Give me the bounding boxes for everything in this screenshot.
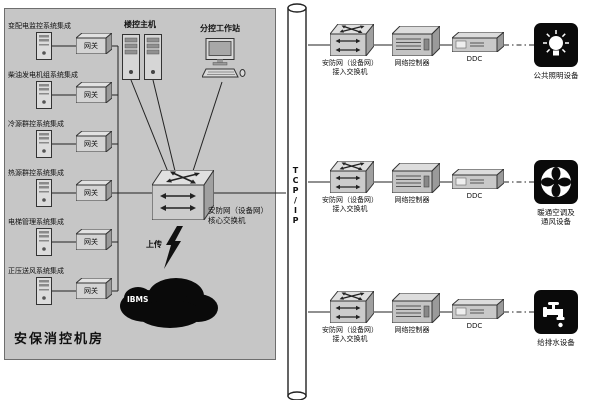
access-switch-label-line2: 接入交换机	[332, 335, 368, 343]
room-title: 安保消控机房	[14, 332, 105, 347]
device-label-line1: 给排水设备	[537, 338, 575, 347]
device-label-line1: 暖通空调及	[537, 208, 575, 217]
ddc-label: DDC	[466, 192, 483, 200]
gateway-label: 网关	[84, 238, 98, 246]
workstation-label: 分控工作站	[200, 24, 240, 33]
device-box	[534, 23, 578, 67]
ddc-label: DDC	[466, 55, 483, 63]
controller-label: 网络控制器	[394, 196, 430, 204]
system-label: 变配电监控系统集成	[8, 22, 71, 30]
system-label: 热源群控系统集成	[8, 169, 64, 177]
upload-label: 上传	[146, 240, 162, 249]
device-label: 给排水设备	[526, 338, 586, 347]
server-icon	[36, 228, 52, 256]
gateway-box	[76, 131, 112, 152]
access-switch-label: 安防网（设备网） 接入交换机	[310, 59, 390, 77]
access-switch-icon	[330, 291, 374, 323]
access-switch-label-line2: 接入交换机	[332, 68, 368, 76]
access-switch-label-line2: 接入交换机	[332, 205, 368, 213]
access-switch-label: 安防网（设备网） 接入交换机	[310, 326, 390, 344]
device-label-line2: 通风设备	[541, 217, 571, 226]
server-icon	[36, 32, 52, 60]
host-tower-icon	[144, 34, 162, 80]
gateway-label: 网关	[84, 287, 98, 295]
access-switch-label-line1: 安防网（设备网）	[322, 326, 378, 334]
backbone-label: TCP/IP	[291, 166, 300, 226]
controller-label: 网络控制器	[394, 326, 430, 334]
system-label: 柴油发电机组系统集成	[8, 71, 78, 79]
gateway-label: 网关	[84, 189, 98, 197]
gateway-label: 网关	[84, 91, 98, 99]
server-icon	[36, 179, 52, 207]
fan-icon	[541, 167, 571, 197]
system-label: 冷源群控系统集成	[8, 120, 64, 128]
lightning-icon	[164, 226, 183, 269]
device-label-line1: 公共照明设备	[533, 71, 579, 80]
server-icon	[36, 130, 52, 158]
network-controller-icon	[392, 293, 440, 323]
host-tower-icon	[122, 34, 140, 80]
core-switch-label-line1: 安防网（设备网）	[208, 206, 268, 215]
gateway-label: 网关	[84, 140, 98, 148]
access-switch-label: 安防网（设备网） 接入交换机	[310, 196, 390, 214]
building-host-label: 楼控主机	[124, 20, 156, 29]
core-switch-label-line2: 核心交换机	[208, 216, 246, 225]
light-bulb-icon	[543, 30, 569, 56]
faucet-icon	[543, 302, 565, 328]
gateway-box	[76, 278, 112, 299]
core-switch-label: 安防网（设备网） 核心交换机	[208, 206, 268, 226]
device-label: 公共照明设备	[526, 71, 586, 80]
device-box	[534, 160, 578, 204]
access-switch-icon	[330, 24, 374, 56]
ibms-label: IBMS	[127, 295, 149, 304]
server-icon	[36, 277, 52, 305]
access-switch-label-line1: 安防网（设备网）	[322, 59, 378, 67]
controller-label: 网络控制器	[394, 59, 430, 67]
ibms-cloud-icon	[120, 278, 218, 328]
server-icon	[36, 81, 52, 109]
device-label: 暖通空调及 通风设备	[526, 208, 586, 226]
access-switch-icon	[330, 161, 374, 193]
ddc-icon	[452, 299, 504, 319]
gateway-box	[76, 33, 112, 54]
gateway-label: 网关	[84, 42, 98, 50]
ddc-icon	[452, 169, 504, 189]
tcpip-backbone	[287, 3, 307, 400]
workstation-icon	[202, 38, 246, 78]
system-label: 电梯管理系统集成	[8, 218, 64, 226]
gateway-box	[76, 82, 112, 103]
access-switch-label-line1: 安防网（设备网）	[322, 196, 378, 204]
ddc-icon	[452, 32, 504, 52]
device-box	[534, 290, 578, 334]
core-switch-icon	[152, 170, 214, 220]
gateway-box	[76, 229, 112, 250]
ddc-label: DDC	[466, 322, 483, 330]
network-controller-icon	[392, 163, 440, 193]
gateway-box	[76, 180, 112, 201]
system-label: 正压送风系统集成	[8, 267, 64, 275]
network-controller-icon	[392, 26, 440, 56]
